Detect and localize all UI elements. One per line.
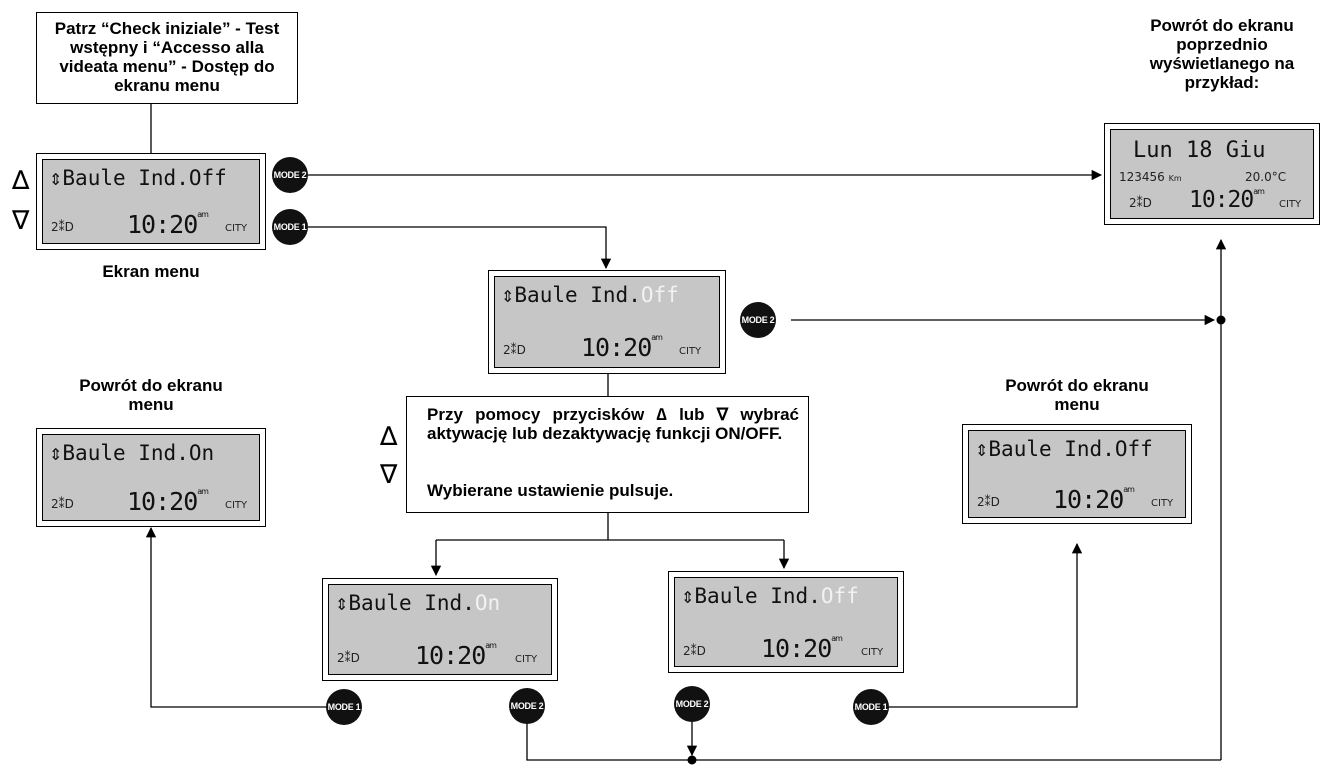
up-button[interactable]: ∆ (12, 166, 30, 196)
select-off-display: ⇕Baule Ind.Off 2⁑D 10:20am CITY (668, 571, 904, 673)
menu-display: ⇕Baule Ind.Off 2⁑D 10:20am CITY (36, 153, 266, 250)
time-value: 10:20 (127, 210, 198, 239)
blinking-state: On (474, 591, 501, 615)
drive-mode: CITY (515, 654, 538, 665)
menu-caption: Ekran menu (102, 262, 200, 281)
ampm-indicator: am (1253, 187, 1265, 196)
editing-display: ⇕Baule Ind.Off 2⁑D 10:20am CITY (488, 270, 726, 374)
gear-indicator: 2⁑D (51, 497, 74, 511)
previous-screen-note: Powrót do ekranu poprzednio wyświetlaneg… (1149, 16, 1295, 92)
scroll-arrows-icon: ⇕ (975, 441, 989, 460)
gear-indicator: 2⁑D (683, 644, 706, 658)
lcd-state: On (188, 441, 215, 465)
mode2-button-bottom-left[interactable]: MODE 2 (509, 688, 545, 724)
up-button[interactable]: ∆ (380, 422, 398, 452)
time-value: 10:20 (415, 641, 486, 670)
lcd-screen: ⇕Baule Ind.Off 2⁑D 10:20am CITY (968, 430, 1186, 518)
down-button[interactable]: ∇ (380, 460, 398, 490)
temperature-value: 20.0°C (1245, 170, 1287, 184)
lcd-clock: 10:20am (415, 641, 497, 670)
lcd-label: Baule Ind. (348, 591, 475, 615)
mode1-button-bottom-right[interactable]: MODE 1 (853, 689, 889, 725)
lcd-screen: Lun 18 Giu 123456 Km 20.0°C 2⁑D 10:20am … (1110, 129, 1314, 219)
blinking-state: Off (820, 584, 859, 608)
blink-note: Wybierane ustawienie pulsuje. (427, 481, 674, 500)
time-value: 10:20 (581, 333, 652, 362)
lcd-screen: ⇕Baule Ind.On 2⁑D 10:20am CITY (328, 584, 552, 675)
mode2-button-bottom-right[interactable]: MODE 2 (674, 686, 710, 722)
mode2-button-middle[interactable]: MODE 2 (740, 302, 776, 338)
lcd-screen: ⇕Baule Ind.Off 2⁑D 10:20am CITY (494, 276, 720, 368)
scroll-arrows-icon: ⇕ (501, 287, 515, 306)
lcd-label: Baule Ind. (988, 437, 1115, 461)
return-off-display: ⇕Baule Ind.Off 2⁑D 10:20am CITY (962, 424, 1192, 524)
ampm-indicator: am (485, 641, 497, 650)
time-value: 10:20 (761, 634, 832, 663)
lcd-screen: ⇕Baule Ind.On 2⁑D 10:20am CITY (42, 434, 260, 521)
drive-mode: CITY (1151, 498, 1174, 509)
odometer-unit: Km (1168, 174, 1182, 183)
lcd-clock: 10:20am (581, 333, 663, 362)
lcd-clock: 10:20am (127, 210, 209, 239)
select-on-display: ⇕Baule Ind.On 2⁑D 10:20am CITY (322, 578, 558, 681)
ampm-indicator: am (197, 210, 209, 219)
lcd-state: Off (188, 166, 227, 190)
lcd-screen: ⇕Baule Ind.Off 2⁑D 10:20am CITY (674, 577, 898, 667)
instructions-box: Przy pomocy przycisków ∆ lub ∇ wybrać ak… (406, 396, 809, 513)
blinking-state: Off (640, 283, 679, 307)
date-line: Lun 18 Giu (1133, 138, 1266, 163)
start-note-text: Patrz “Check iniziale” - Test wstępny i … (54, 19, 280, 95)
time-value: 10:20 (127, 487, 198, 516)
drive-mode: CITY (1279, 199, 1302, 210)
drive-mode: CITY (679, 346, 702, 357)
gear-indicator: 2⁑D (337, 651, 360, 665)
gear-indicator: 2⁑D (1129, 196, 1152, 210)
lcd-label: Baule Ind. (514, 283, 641, 307)
lcd-clock: 10:20am (1189, 187, 1265, 213)
instructions-text: Przy pomocy przycisków ∆ lub ∇ wybrać ak… (427, 405, 799, 443)
ampm-indicator: am (651, 333, 663, 342)
gear-indicator: 2⁑D (51, 220, 74, 234)
ampm-indicator: am (1123, 485, 1135, 494)
lcd-state: Off (1114, 437, 1153, 461)
gear-indicator: 2⁑D (503, 343, 526, 357)
scroll-arrows-icon: ⇕ (49, 445, 63, 464)
lcd-clock: 10:20am (761, 634, 843, 663)
start-note-box: Patrz “Check iniziale” - Test wstępny i … (36, 12, 298, 104)
gear-indicator: 2⁑D (977, 495, 1000, 509)
previous-screen-display: Lun 18 Giu 123456 Km 20.0°C 2⁑D 10:20am … (1104, 123, 1320, 225)
mode1-button-bottom-left[interactable]: MODE 1 (326, 689, 362, 725)
scroll-arrows-icon: ⇕ (681, 588, 695, 607)
lcd-clock: 10:20am (1053, 485, 1135, 514)
time-value: 10:20 (1053, 485, 1124, 514)
scroll-arrows-icon: ⇕ (335, 595, 349, 614)
drive-mode: CITY (861, 647, 884, 658)
drive-mode: CITY (225, 500, 248, 511)
down-button[interactable]: ∇ (12, 206, 30, 236)
lcd-label: Baule Ind. (62, 441, 189, 465)
drive-mode: CITY (225, 223, 248, 234)
mode1-button-top[interactable]: MODE 1 (272, 209, 308, 245)
scroll-arrows-icon: ⇕ (49, 170, 63, 189)
odometer-value: 123456 (1119, 170, 1165, 184)
mode2-button-top[interactable]: MODE 2 (272, 157, 308, 193)
lcd-clock: 10:20am (127, 487, 209, 516)
return-on-display: ⇕Baule Ind.On 2⁑D 10:20am CITY (36, 428, 266, 527)
lcd-label: Baule Ind. (62, 166, 189, 190)
lcd-screen: ⇕Baule Ind.Off 2⁑D 10:20am CITY (42, 159, 260, 244)
return-note-right: Powrót do ekranu menu (1005, 376, 1149, 414)
return-note-left: Powrót do ekranu menu (79, 376, 223, 414)
ampm-indicator: am (831, 634, 843, 643)
lcd-label: Baule Ind. (694, 584, 821, 608)
ampm-indicator: am (197, 487, 209, 496)
time-value: 10:20 (1189, 187, 1254, 213)
